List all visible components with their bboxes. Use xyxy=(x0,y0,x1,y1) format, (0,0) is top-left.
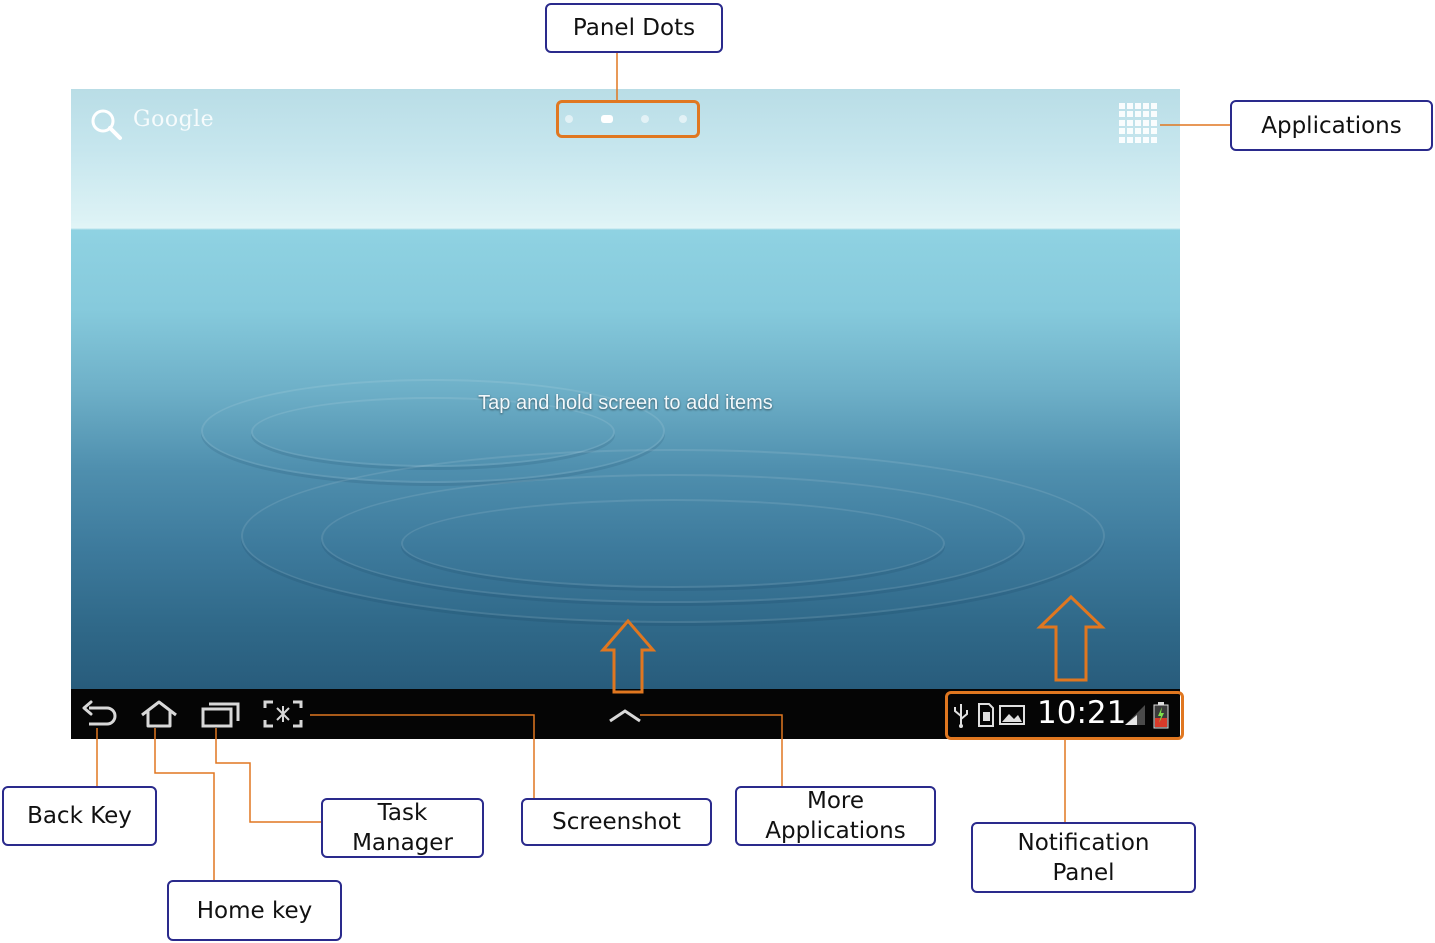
ripple-ring xyxy=(321,474,1025,603)
panel-dot[interactable] xyxy=(641,115,649,123)
usb-icon xyxy=(954,704,968,728)
system-navigation-bar: 10:21 xyxy=(71,689,1180,739)
panel-dots-highlight xyxy=(556,100,700,138)
add-items-hint: Tap and hold screen to add items xyxy=(478,392,773,414)
screenshot-icon[interactable] xyxy=(263,699,303,729)
task-manager-callout: Task Manager xyxy=(321,798,484,858)
signal-icon xyxy=(1125,705,1145,725)
wallpaper[interactable]: Google Tap and hold screen to add items xyxy=(71,89,1180,689)
ripple-ring xyxy=(401,499,945,588)
panel-dot-active[interactable] xyxy=(601,115,613,123)
chevron-up-icon[interactable] xyxy=(605,699,645,729)
ripple-ring xyxy=(241,449,1105,623)
status-clock[interactable]: 10:21 xyxy=(1037,695,1127,731)
apps-grid-icon[interactable] xyxy=(1119,103,1159,143)
home-key-callout: Home key xyxy=(167,880,342,941)
gallery-icon xyxy=(999,705,1025,725)
recent-apps-icon[interactable] xyxy=(201,699,241,729)
panel-dots[interactable] xyxy=(559,111,689,129)
applications-callout: Applications xyxy=(1230,100,1433,151)
panel-dot[interactable] xyxy=(565,115,573,123)
panel-dot[interactable] xyxy=(679,115,687,123)
sd-card-icon xyxy=(978,703,994,727)
notification-panel-callout: Notification Panel xyxy=(971,822,1196,893)
back-icon[interactable] xyxy=(81,699,121,729)
magnifier-icon[interactable] xyxy=(89,107,123,141)
more-applications-callout: More Applications xyxy=(735,786,936,846)
notification-panel-highlight xyxy=(945,691,1184,740)
battery-icon xyxy=(1153,702,1169,729)
google-search-label[interactable]: Google xyxy=(133,107,215,132)
tablet-home-screen[interactable]: Google Tap and hold screen to add items xyxy=(71,89,1180,739)
home-icon[interactable] xyxy=(139,699,179,729)
back-key-callout: Back Key xyxy=(2,786,157,846)
screenshot-callout: Screenshot xyxy=(521,798,712,846)
panel-dots-callout: Panel Dots xyxy=(545,3,723,53)
